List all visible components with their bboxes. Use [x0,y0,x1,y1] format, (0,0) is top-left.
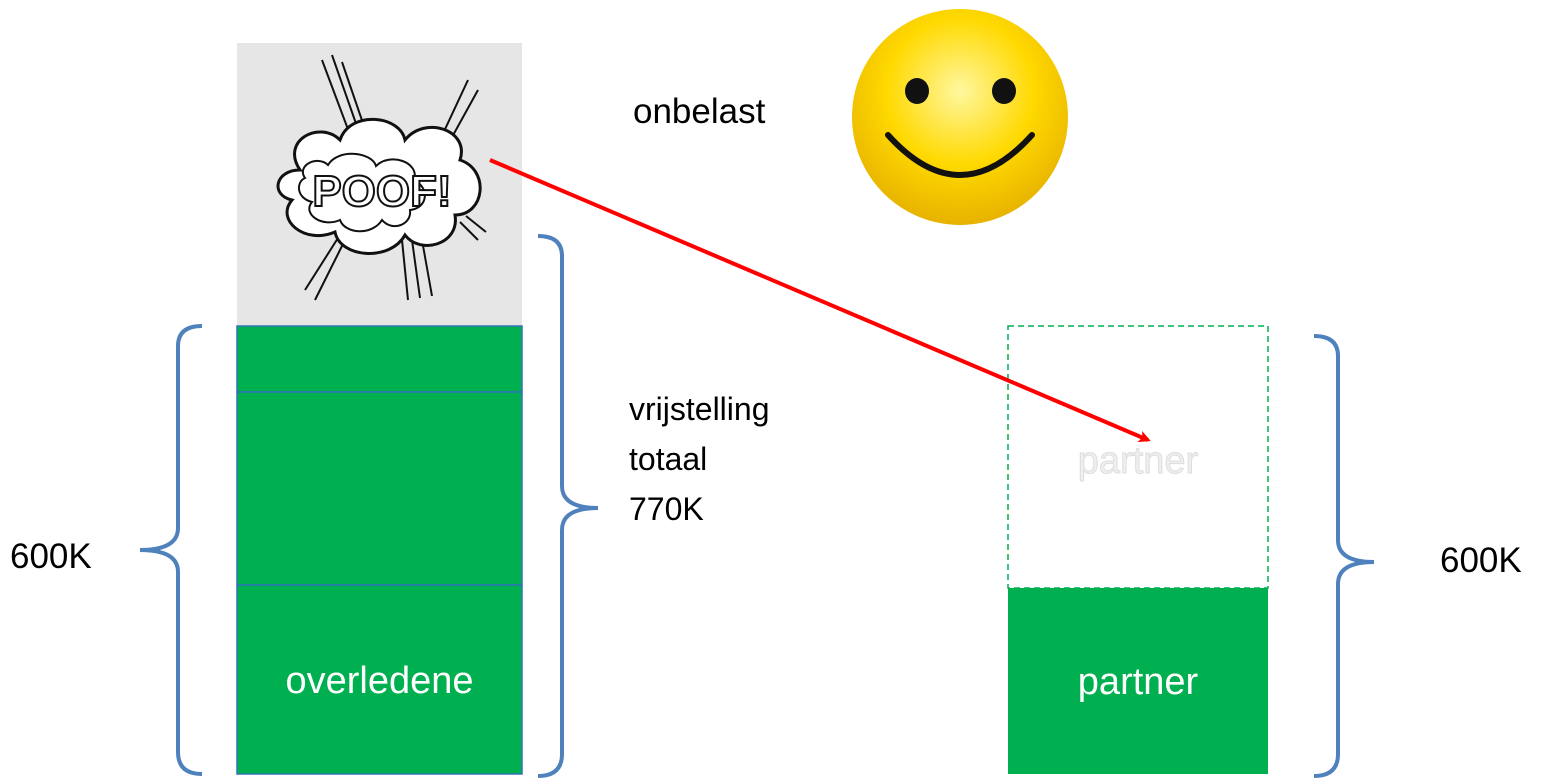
exemption-line-3: 770K [629,491,704,527]
poof-text: POOF! [312,167,451,216]
right-brace [1313,334,1375,778]
onbelast-label: onbelast [633,92,766,131]
poof-burst-icon [276,54,487,301]
partner-label: partner [1077,661,1199,703]
smiley-face-icon [852,9,1068,225]
deceased-label: overledene [285,660,474,702]
right-amount-label: 600K [1440,541,1522,580]
exemption-brace [537,234,599,778]
left-brace [139,324,203,776]
exemption-line-2: totaal [629,441,708,477]
exemption-line-1: vrijstelling [629,391,770,427]
green-block-deceased [236,584,523,775]
green-block-top [236,325,523,393]
left-amount-label: 600K [10,537,92,576]
partner-ghost-label: partner [1077,440,1199,483]
green-block-middle [236,391,523,586]
green-block-partner [1008,588,1268,774]
exemption-label: vrijstelling totaal 770K [629,384,769,534]
transfer-arrow [489,158,1151,442]
